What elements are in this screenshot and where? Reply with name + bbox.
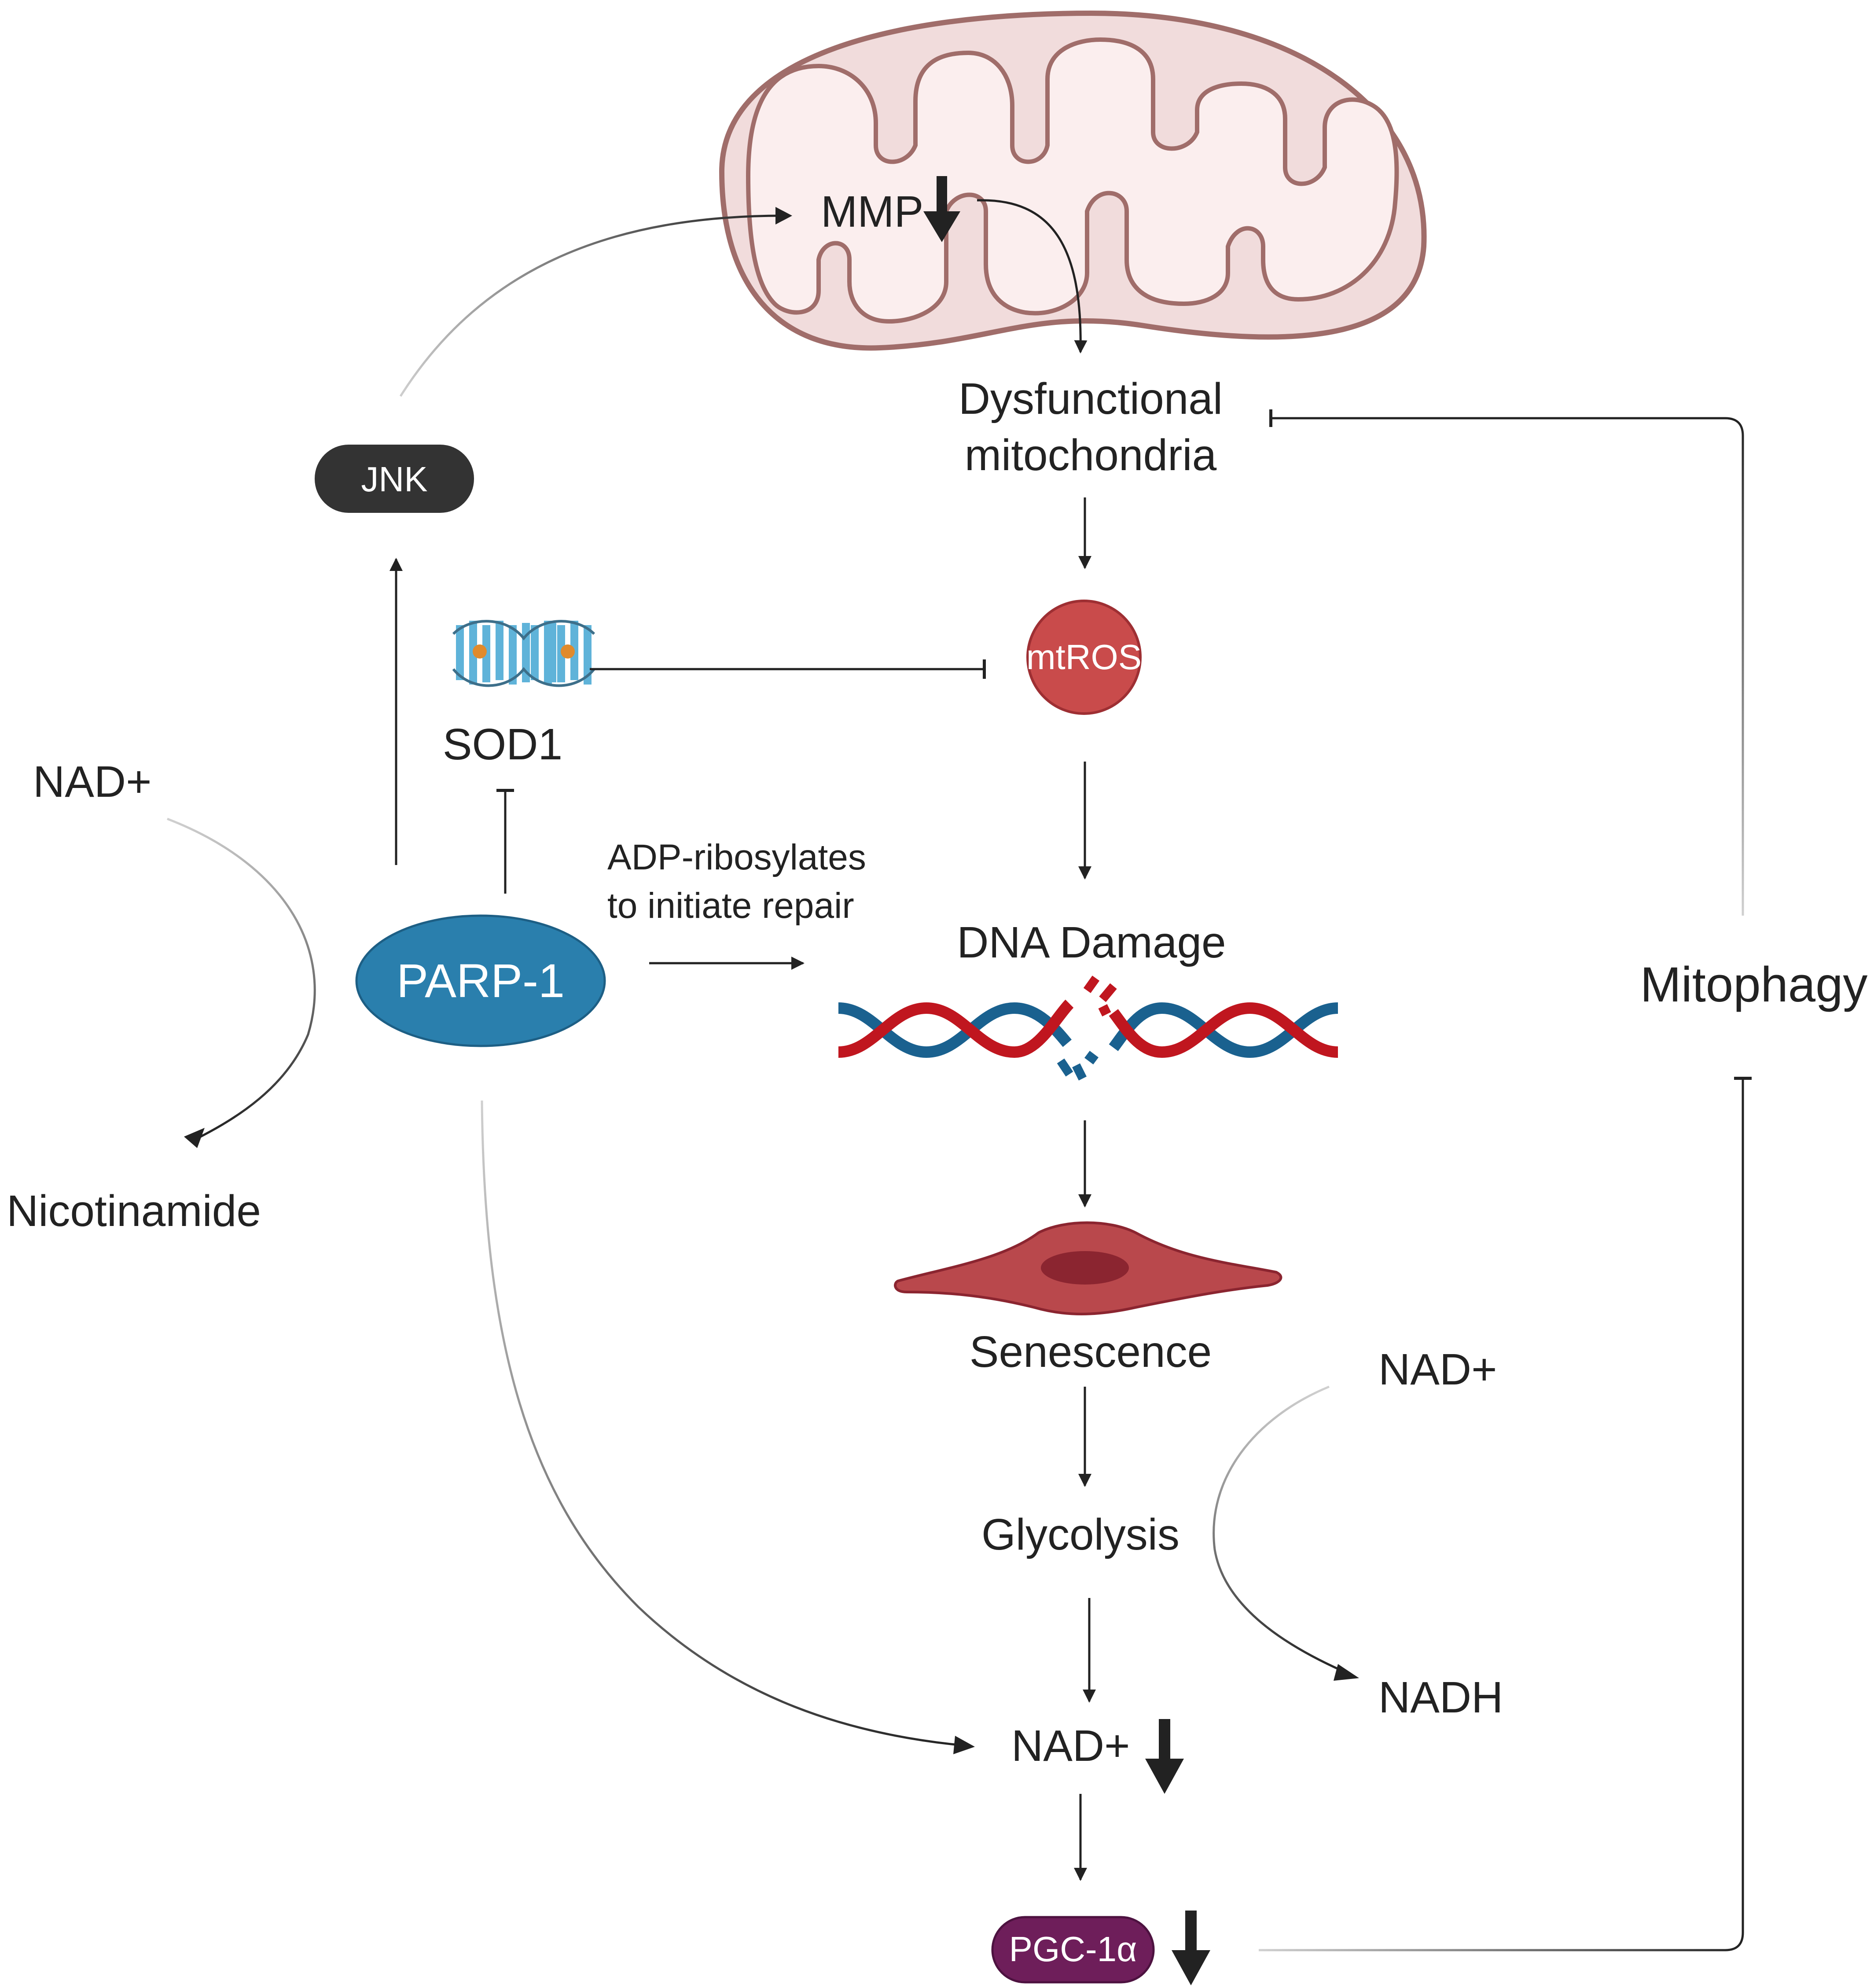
pgc1a-inhibits-mitophagy-tbar bbox=[1734, 1077, 1752, 1080]
nadh-label: NADH bbox=[1378, 1673, 1503, 1722]
nad-to-nadh-arrowhead bbox=[1334, 1664, 1359, 1681]
pgc1a-badge bbox=[991, 1916, 1155, 1984]
jnk-to-mmp-arrow bbox=[399, 214, 784, 397]
mitophagy-inhibits-dysfunction-tbar bbox=[1269, 409, 1272, 427]
nad-right-label: NAD+ bbox=[1378, 1345, 1497, 1394]
mitophagy-inhibits-dysfunction-line bbox=[1272, 417, 1744, 916]
nad-to-nadh-arrow bbox=[1213, 1385, 1348, 1674]
jnk-badge bbox=[315, 445, 474, 513]
parp1-ellipse bbox=[355, 914, 606, 1047]
nad-to-nicotinamide-arrow bbox=[167, 817, 316, 1141]
pgc1a-label: PGC-1α bbox=[1009, 1929, 1137, 1969]
parp1-to-nad-arrowhead bbox=[953, 1736, 975, 1754]
mitophagy-label: Mitophagy bbox=[1640, 957, 1868, 1012]
mmp-to-dysfunction-arrow bbox=[977, 199, 1088, 353]
mmp-down-arrow-icon bbox=[923, 176, 960, 242]
parp1-label: PARP-1 bbox=[397, 954, 565, 1007]
adp-ribosylates-label-line1: ADP-ribosylates bbox=[607, 837, 866, 877]
jnk-label: JNK bbox=[361, 460, 427, 499]
mtros-label: mtROS bbox=[1026, 637, 1142, 677]
dna-helix-icon bbox=[838, 976, 1338, 1081]
sod1-protein-icon bbox=[452, 620, 595, 687]
nad-left-label: NAD+ bbox=[33, 757, 152, 806]
mtros-circle bbox=[1026, 600, 1142, 715]
glycolysis-label: Glycolysis bbox=[981, 1510, 1180, 1559]
pgc1a-down-arrow-icon bbox=[1172, 1911, 1210, 1985]
sod1-inhibits-mtros-tbar bbox=[983, 659, 986, 679]
nad-to-nicotinamide-arrowhead bbox=[184, 1128, 205, 1148]
sod1-label: SOD1 bbox=[443, 720, 562, 769]
dna-damage-label: DNA Damage bbox=[957, 918, 1226, 967]
mitochondrion-icon bbox=[719, 10, 1427, 351]
adp-ribosylates-label-line2: to initiate repair bbox=[607, 886, 854, 926]
nad-bottom-label: NAD+ bbox=[1011, 1721, 1130, 1771]
pgc1a-inhibits-mitophagy-line bbox=[1259, 1079, 1744, 1951]
dysfunctional-mitochondria-label-line1: Dysfunctional bbox=[959, 374, 1223, 423]
nad-down-arrow-icon bbox=[1145, 1719, 1184, 1794]
parp1-inhibits-sod1-tbar bbox=[496, 789, 514, 792]
senescent-cell-icon bbox=[894, 1221, 1282, 1315]
nicotinamide-label: Nicotinamide bbox=[7, 1186, 261, 1236]
senescence-label: Senescence bbox=[970, 1327, 1212, 1377]
mmp-label: MMP bbox=[821, 187, 923, 236]
dysfunctional-mitochondria-label-line2: mitochondria bbox=[965, 431, 1217, 480]
jnk-to-mmp-arrowhead bbox=[775, 207, 792, 225]
parp1-to-nad-arrow bbox=[481, 1100, 964, 1747]
